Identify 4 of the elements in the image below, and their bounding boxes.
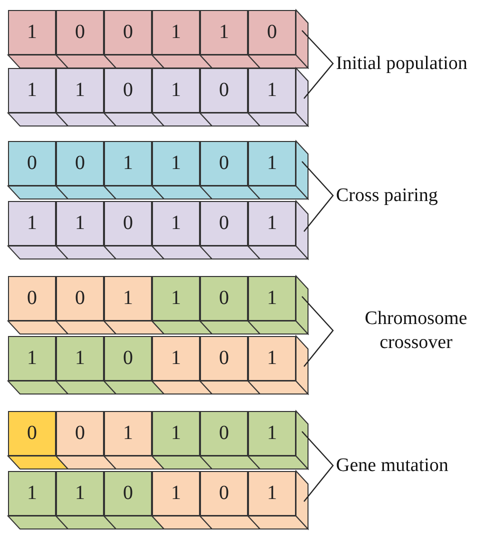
stage-label: Initial population (336, 52, 468, 76)
stage-label: Gene mutation (336, 454, 448, 478)
stage-label: Chromosome crossover (364, 306, 468, 354)
stage-label: Cross pairing (336, 184, 438, 208)
